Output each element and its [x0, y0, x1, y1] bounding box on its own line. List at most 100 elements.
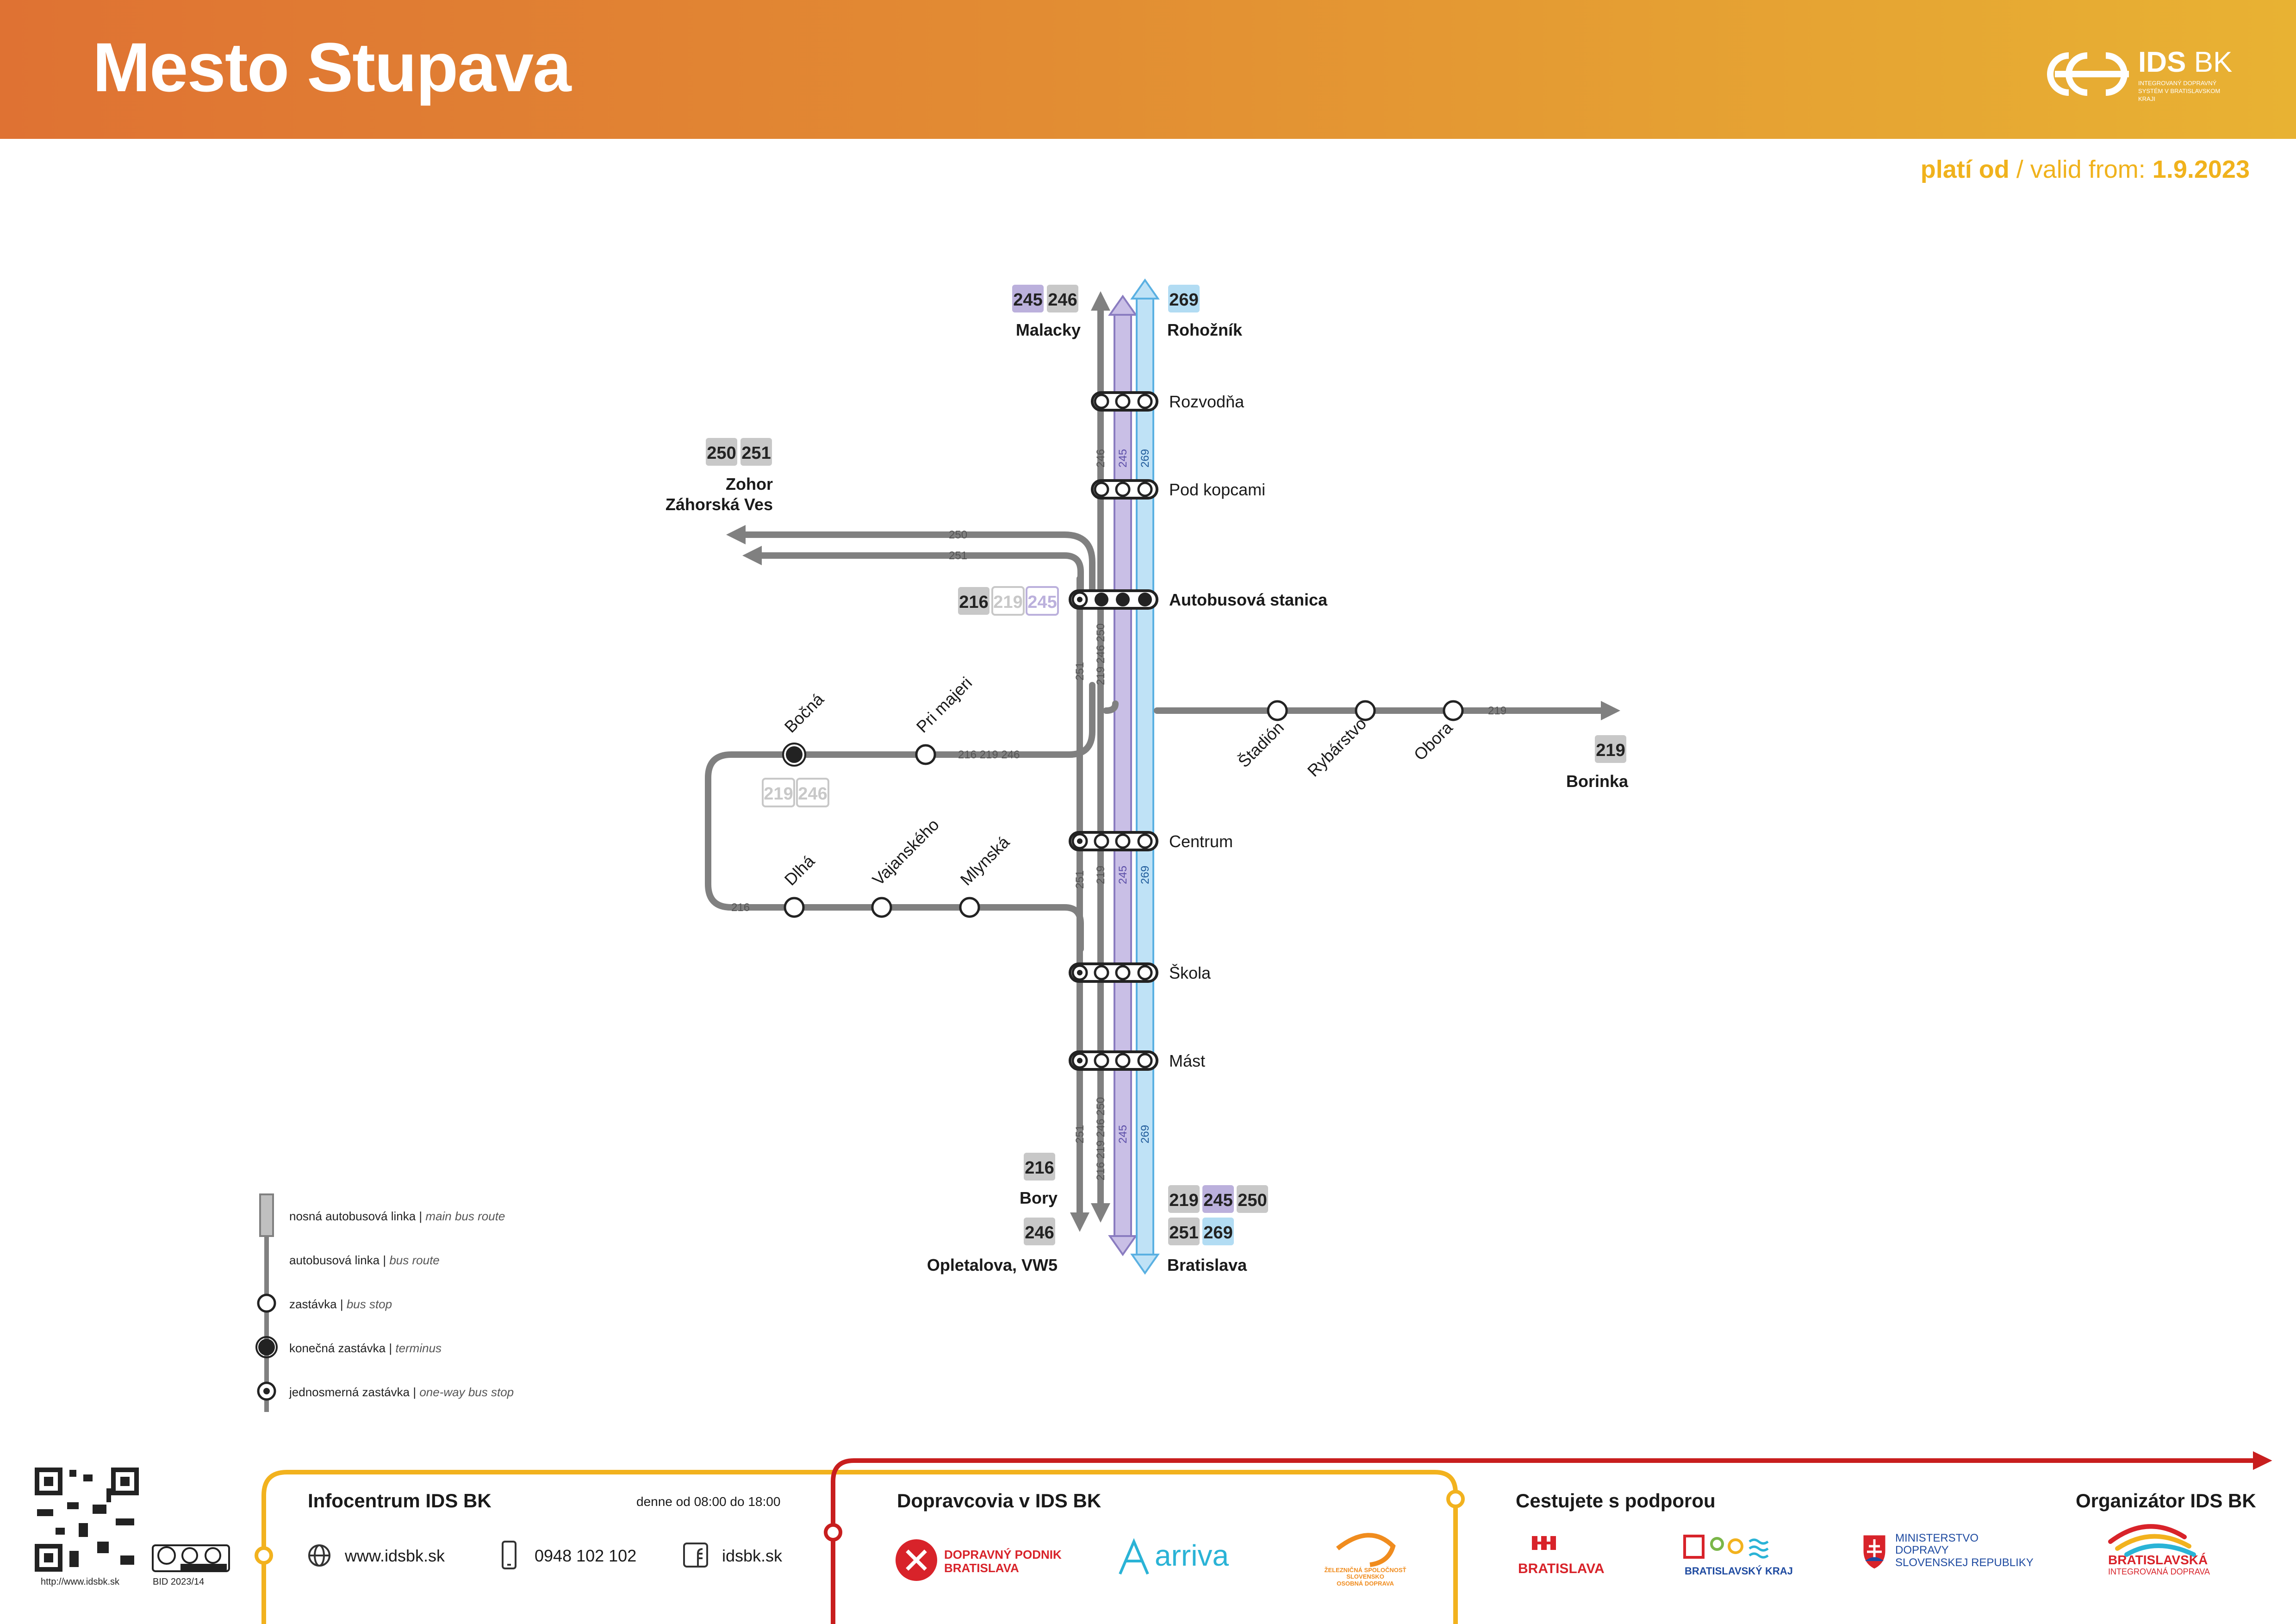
header-bar [0, 0, 2296, 139]
label-pri-majeri: Pri majeri [913, 673, 976, 736]
legend-graphics [255, 1193, 278, 1412]
slovak-coat-of-arms-icon [1862, 1534, 1887, 1570]
route-label-216: 216 [731, 901, 750, 914]
legend-terminus: konečná zastávka | terminus [289, 1341, 442, 1355]
cc-license-icon [152, 1544, 230, 1572]
globe-icon [308, 1544, 330, 1567]
badge-269: 269 [1169, 290, 1198, 310]
route-label-250: 250 [949, 529, 967, 541]
badge-245: 245 [1013, 290, 1042, 310]
facebook-icon [683, 1543, 708, 1568]
route-label-pri-majeri: 216 219 246 [958, 749, 1020, 761]
dest-opletalova: Opletalova, VW5 [927, 1255, 1058, 1274]
stop-autobusova-stanica [1069, 589, 1158, 610]
stop-rybarstvo [1355, 700, 1376, 721]
dest-bratislava: Bratislava [1167, 1255, 1247, 1274]
line-269-route [1130, 278, 1160, 1275]
zssk-logo-icon [1336, 1533, 1396, 1567]
facebook-link[interactable]: idsbk.sk [722, 1546, 783, 1565]
bsk-logo-icon [1683, 1535, 1769, 1559]
badge-216-bory: 216 [1025, 1158, 1054, 1178]
valid-from: platí od / valid from: 1.9.2023 [1920, 156, 2250, 183]
stop-obora [1443, 700, 1464, 721]
dest-borinka: Borinka [1566, 772, 1629, 791]
badge-251-ba: 251 [1169, 1223, 1198, 1243]
route-label-251: 251 [949, 550, 967, 562]
qr-url[interactable]: http://www.idsbk.sk [41, 1577, 120, 1587]
route-label-219: 219 [1488, 705, 1506, 717]
badge-219-borinka: 219 [1596, 741, 1625, 760]
bid-label: BID 2023/14 [153, 1577, 205, 1587]
route-label-245-mid: 245 [1117, 866, 1129, 884]
stop-centrum [1069, 831, 1158, 851]
stop-mast [1069, 1050, 1158, 1071]
legend-oneway: jednosmerná zastávka | one-way bus stop [289, 1385, 514, 1399]
footer-lines [261, 1451, 2272, 1624]
badge-246-bocna: 246 [798, 784, 827, 804]
dpb-logo-icon [896, 1539, 937, 1581]
stop-rozvodna [1091, 391, 1158, 412]
route-number-labels: 250 251 216 219 246 216 219 246 245 269 … [731, 449, 1506, 1181]
footer-node-yellow-2 [1446, 1490, 1465, 1508]
phone-icon [502, 1541, 516, 1569]
label-centrum: Centrum [1169, 832, 1233, 851]
label-vajanskeho: Vajanského [869, 815, 943, 889]
organizer-heading: Organizátor IDS BK [2076, 1490, 2256, 1512]
label-stadion: Štadión [1234, 718, 1288, 771]
phone-number[interactable]: 0948 102 102 [535, 1546, 637, 1565]
badge-246-opletalova: 246 [1025, 1223, 1054, 1243]
web-link[interactable]: www.idsbk.sk [345, 1546, 445, 1565]
label-rozvodna: Rozvodňa [1169, 392, 1244, 411]
route-label-245-bottom: 245 [1117, 1125, 1129, 1143]
ids-bk-logo-icon [2047, 52, 2129, 96]
footer-node-red [824, 1523, 842, 1542]
line-badges: 245 246 269 250 251 216 219 245 219 246 … [706, 285, 1626, 1245]
qr-code-icon [35, 1468, 139, 1572]
badge-251: 251 [741, 443, 771, 463]
infocentrum-hours: denne od 08:00 do 18:00 [636, 1494, 781, 1509]
badge-250-ba: 250 [1238, 1191, 1267, 1210]
route-label-251-low: 251 [1074, 870, 1086, 889]
dest-malacky: Malacky [1016, 320, 1081, 339]
gray-routes [705, 291, 1620, 1232]
bratislava-logo-icon [1532, 1536, 1556, 1550]
bsk-logo-text: BRATISLAVSKÝ KRAJ [1685, 1565, 1793, 1577]
footer-node-yellow [255, 1546, 273, 1565]
label-mlynska: Mlynská [957, 832, 1014, 889]
arriva-logo-icon [1119, 1538, 1149, 1575]
legend-main-route: nosná autobusová linka | main bus route [289, 1209, 505, 1223]
route-label-246-top: 246 [1095, 449, 1107, 468]
badge-250: 250 [707, 443, 736, 463]
logo-subtitle: INTEGROVANÝ DOPRAVNÝ SYSTÉM V BRATISLAVS… [2138, 80, 2221, 102]
stop-stadion [1267, 700, 1288, 721]
bratislava-logo-text: BRATISLAVA [1518, 1561, 1605, 1576]
stop-skola [1069, 962, 1158, 983]
support-heading: Cestujete s podporou [1516, 1490, 1716, 1512]
stop-vajanskeho [871, 897, 892, 918]
route-label-251-mid: 251 [1074, 662, 1086, 681]
badge-219-ba: 219 [1169, 1191, 1198, 1210]
label-pod-kopcami: Pod kopcami [1169, 480, 1265, 499]
route-label-v-bottom: 216 219 246 250 [1095, 1097, 1107, 1181]
bid-logo-icon [2108, 1524, 2196, 1557]
label-dlha: Dlhá [781, 851, 819, 889]
page-title: Mesto Stupava [93, 28, 572, 106]
label-autobusova-stanica: Autobusová stanica [1169, 590, 1328, 609]
line-245-route [1108, 294, 1138, 1256]
stop-dlha [784, 897, 805, 918]
dest-zahorska-ves: Záhorská Ves [666, 495, 773, 514]
label-bocna: Bočná [781, 689, 828, 737]
main-stops [1069, 391, 1158, 1071]
logo-text: IDS BK [2138, 46, 2233, 78]
badge-269-ba: 269 [1203, 1223, 1232, 1243]
label-obora: Obora [1410, 718, 1456, 764]
badge-246: 246 [1048, 290, 1077, 310]
stop-pod-kopcami [1091, 479, 1158, 500]
badge-245-ba: 245 [1203, 1191, 1232, 1210]
stop-mlynska [959, 897, 980, 918]
